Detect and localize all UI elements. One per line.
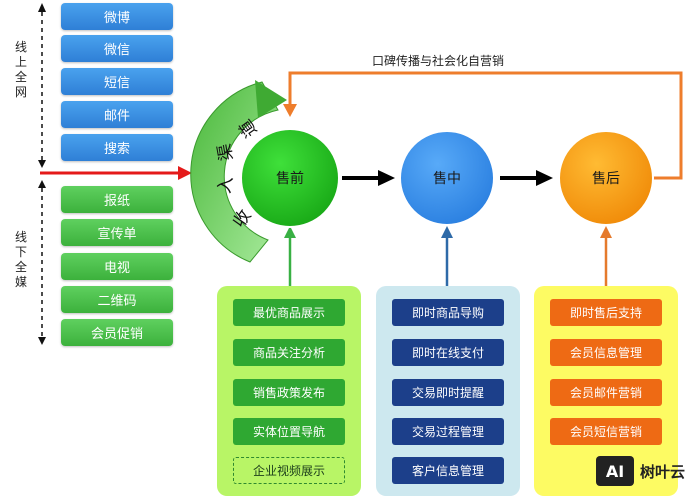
feature-member-sms: 会员短信营销 xyxy=(550,418,662,445)
pre-up-arrow xyxy=(284,226,296,288)
offline-label-char: 全 xyxy=(14,260,27,274)
offline-label-char: 下 xyxy=(14,245,27,259)
channel-wechat: 微信 xyxy=(61,35,173,62)
channel-email: 邮件 xyxy=(61,101,173,128)
channel-search: 搜索 xyxy=(61,134,173,161)
pre-sale-circle xyxy=(240,128,340,228)
feature-attention-analysis: 商品关注分析 xyxy=(233,339,345,366)
mid-sale-panel: 即时商品导购 即时在线支付 交易即时提醒 交易过程管理 客户信息管理 xyxy=(376,286,520,496)
feature-best-display: 最优商品展示 xyxy=(233,299,345,326)
online-label-char: 线 xyxy=(14,40,27,54)
feature-instant-guide: 即时商品导购 xyxy=(392,299,504,326)
channel-weibo: 微博 xyxy=(61,3,173,30)
channel-tv: 电视 xyxy=(61,253,173,280)
brand-logo-mark: AI xyxy=(596,456,634,486)
feature-video-showcase: 企业视频展示 xyxy=(233,457,345,484)
channel-flyer: 宣传单 xyxy=(61,219,173,246)
pre-sale-panel: 最优商品展示 商品关注分析 销售政策发布 实体位置导航 企业视频展示 xyxy=(217,286,361,496)
offline-label: 线 下 全 媒 xyxy=(14,230,28,290)
post-up-arrow xyxy=(600,226,612,288)
feature-trade-process: 交易过程管理 xyxy=(392,418,504,445)
mid-to-post-arrow xyxy=(500,170,553,186)
mid-sale-circle xyxy=(399,130,495,226)
offline-label-char: 媒 xyxy=(14,275,27,289)
loop-arrow xyxy=(283,71,683,180)
online-label: 线 上 全 网 xyxy=(14,40,28,100)
entry-arrow xyxy=(40,166,192,180)
online-label-char: 上 xyxy=(14,55,27,69)
offline-dashed-arrow xyxy=(38,180,46,345)
mid-up-arrow xyxy=(441,226,453,288)
loop-label: 口碑传播与社会化自营销 xyxy=(372,54,505,68)
feature-aftersale-support: 即时售后支持 xyxy=(550,299,662,326)
entry-channel-arc xyxy=(190,80,287,263)
stage-pre-text: 售前 xyxy=(276,171,304,187)
feature-policy-publish: 销售政策发布 xyxy=(233,379,345,406)
feature-trade-reminder: 交易即时提醒 xyxy=(392,379,504,406)
pre-to-mid-arrow xyxy=(342,170,395,186)
feature-location-nav: 实体位置导航 xyxy=(233,418,345,445)
channel-qrcode: 二维码 xyxy=(61,286,173,313)
online-label-char: 网 xyxy=(14,85,27,99)
channel-member-promo: 会员促销 xyxy=(61,319,173,346)
stage-post-text: 售后 xyxy=(592,171,620,187)
stage-pre-label: 售前 xyxy=(250,138,330,218)
post-sale-panel: 即时售后支持 会员信息管理 会员邮件营销 会员短信营销 xyxy=(534,286,678,496)
stage-mid-text: 售中 xyxy=(433,171,461,187)
offline-label-char: 线 xyxy=(14,230,27,244)
feature-member-info: 会员信息管理 xyxy=(550,339,662,366)
channel-newspaper: 报纸 xyxy=(61,186,173,213)
feature-member-email: 会员邮件营销 xyxy=(550,379,662,406)
feature-customer-info: 客户信息管理 xyxy=(392,457,504,484)
brand-logo-text: 树叶云 xyxy=(640,462,686,481)
stage-mid-label: 售中 xyxy=(407,138,487,218)
feature-online-payment: 即时在线支付 xyxy=(392,339,504,366)
stage-post-label: 售后 xyxy=(566,138,646,218)
channel-sms: 短信 xyxy=(61,68,173,95)
online-label-char: 全 xyxy=(14,70,27,84)
brand-logo: AI 树叶云 xyxy=(596,456,685,486)
online-dashed-arrow xyxy=(38,3,46,168)
post-sale-circle xyxy=(558,130,654,226)
